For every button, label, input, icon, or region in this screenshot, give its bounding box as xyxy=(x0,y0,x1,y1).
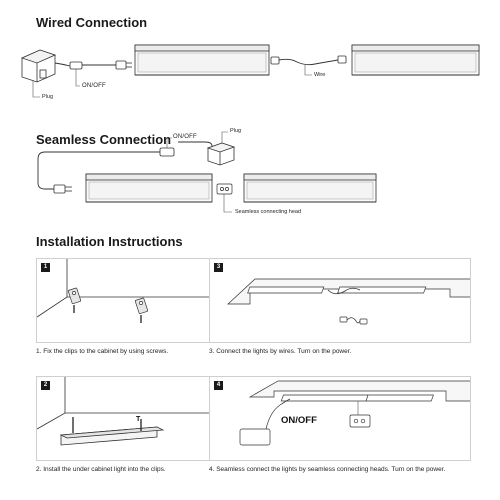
step-3-light-bar-1 xyxy=(247,286,325,294)
seamless-plug-icon xyxy=(206,142,236,166)
step-4-switch-label: ON/OFF xyxy=(281,415,317,426)
step-3-light-bar-2 xyxy=(337,286,427,294)
step-4-badge: 4 xyxy=(214,381,223,390)
step-4-illustration xyxy=(239,380,470,446)
step-2-illustration: T xyxy=(37,377,289,446)
step-2-caption: 2. Install the under cabinet light into … xyxy=(36,466,166,473)
seamless-plug-pointer xyxy=(221,131,228,143)
svg-text:T: T xyxy=(136,416,141,423)
wired-switch-label: ON/OFF xyxy=(82,83,106,89)
step-4-head-icon xyxy=(349,414,371,428)
wire-connector xyxy=(270,55,347,66)
wired-wire-label: Wire xyxy=(314,72,326,78)
head-pointer-line xyxy=(223,194,232,213)
light-bar-2 xyxy=(351,44,480,76)
installation-title: Installation Instructions xyxy=(36,234,183,249)
step-4-switch-icon xyxy=(239,398,291,446)
plug-head-icon xyxy=(115,60,132,70)
switch-pointer-line xyxy=(75,69,80,87)
wired-plug-label: Plug xyxy=(42,94,54,100)
step-2-light-bar xyxy=(59,426,165,446)
seamless-switch-icon xyxy=(159,147,175,157)
step-4-light-bars xyxy=(280,394,434,402)
step-3-panel: 3 xyxy=(209,258,471,343)
seamless-cord xyxy=(37,141,213,190)
seamless-plug-head-icon xyxy=(53,184,72,194)
seamless-light-bar-2 xyxy=(243,173,377,203)
plug-adapter-icon xyxy=(20,49,57,83)
adapter-cord xyxy=(54,62,71,67)
seamless-connecting-head-icon xyxy=(216,183,233,195)
seamless-head-label: Seamless connecting head xyxy=(235,209,302,215)
seamless-plug-label: Plug xyxy=(230,128,242,134)
light-bar-1 xyxy=(134,44,270,76)
plug-pointer-line xyxy=(32,80,40,98)
seamless-connection-title: Seamless Connection xyxy=(36,132,172,147)
step-2-badge: 2 xyxy=(41,381,50,390)
wire-pointer-line xyxy=(304,64,312,76)
clip-screw-icon xyxy=(134,297,149,323)
step-3-caption: 3. Connect the lights by wires. Turn on … xyxy=(209,348,352,355)
step-4-panel: ON/OFF 4 xyxy=(209,376,471,461)
seamless-switch-label: ON/OFF xyxy=(173,134,197,140)
wired-connection-title: Wired Connection xyxy=(36,15,148,30)
step-3-illustration xyxy=(227,278,470,325)
step-1-badge: 1 xyxy=(41,263,50,272)
seamless-switch-pointer xyxy=(166,137,172,148)
wire-detail-icon xyxy=(339,316,368,325)
step-3-badge: 3 xyxy=(214,263,223,272)
step-1-caption: 1. Fix the clips to the cabinet by using… xyxy=(36,348,169,355)
clip-screw-icon xyxy=(67,287,82,313)
seamless-light-bar-1 xyxy=(85,173,213,203)
step-4-caption: 4. Seamless connect the lights by seamle… xyxy=(209,466,446,473)
